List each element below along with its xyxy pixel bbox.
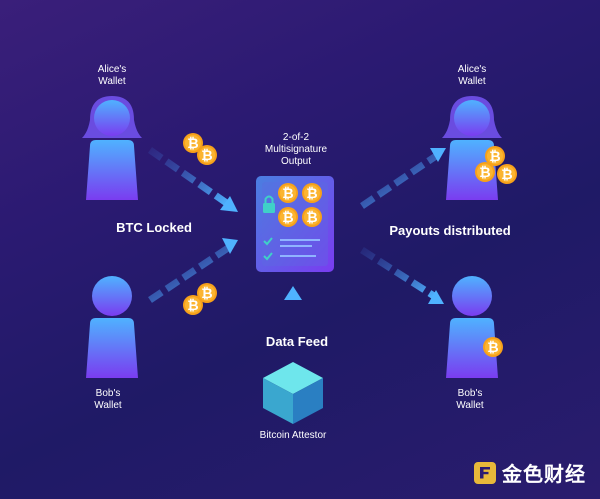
multisig-document-icon [256,176,334,272]
bob-right-wallet-label: Bob's Wallet [456,388,484,411]
bob-left-wallet-label: Bob's Wallet [94,388,122,411]
watermark-logo-icon [474,461,496,484]
bitcoin-attestor-label: Bitcoin Attestor [259,430,327,441]
bitcoin-coin-icon [197,283,217,303]
data-feed-label: Data Feed [265,334,329,349]
watermark-text: 金色财经 [502,464,586,486]
checkmark-icon [263,237,273,261]
attestor-cube-icon [263,362,323,424]
arrow-output-to-alice [360,148,446,209]
alice-left-person-icon [82,96,142,200]
bob-left-person-icon [86,276,138,378]
bitcoin-coin-icon [483,337,503,357]
lock-icon [263,195,275,213]
arrow-output-to-bob [360,247,444,304]
alice-right-wallet-label: Alice's Wallet [457,64,487,87]
arrow-bob-to-output [148,238,238,303]
bitcoin-coin-icon [475,162,495,182]
watermark: 金色财经 [474,458,586,487]
btc-locked-label: BTC Locked [116,220,192,235]
bitcoin-coin-icon [197,145,217,165]
payouts-distributed-label: Payouts distributed [389,223,511,238]
arrow-data-feed [284,286,302,324]
multisig-output-label: 2-of-2 Multisignature Output [264,132,328,167]
bob-right-person-icon [446,276,498,378]
bitcoin-coin-icon [497,164,517,184]
alice-left-wallet-label: Alice's Wallet [97,64,127,87]
arrow-alice-to-output [148,147,238,212]
